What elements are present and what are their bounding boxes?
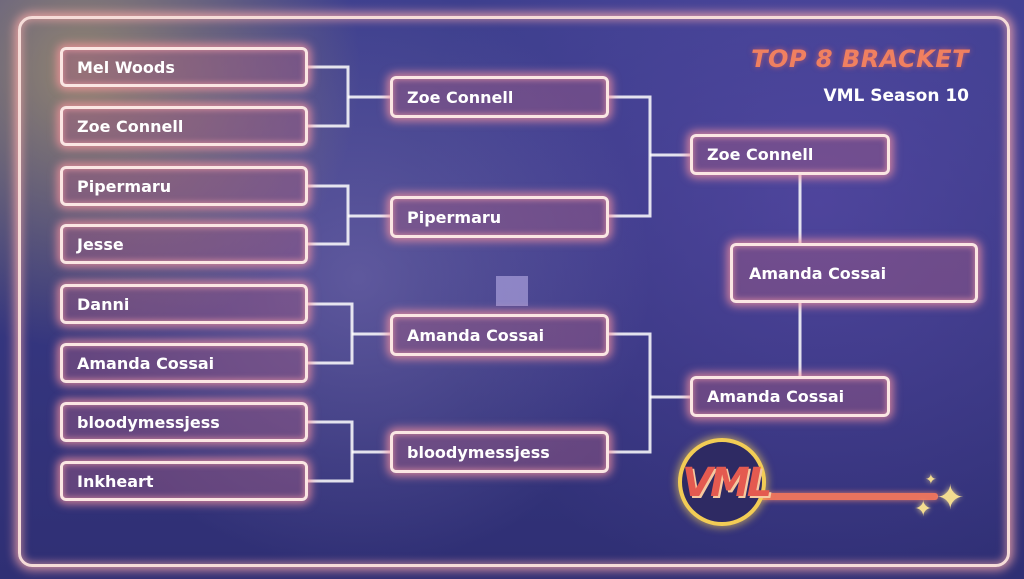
logo-stripe bbox=[760, 493, 938, 500]
round2-entrant[interactable]: Zoe Connell bbox=[390, 76, 609, 118]
round2-entrant[interactable]: Pipermaru bbox=[390, 196, 609, 238]
round1-entrant[interactable]: Inkheart bbox=[60, 461, 308, 501]
connector-r2-top bbox=[607, 95, 652, 218]
connector-r1-pair4 bbox=[307, 420, 354, 483]
round1-entrant[interactable]: bloodymessjess bbox=[60, 402, 308, 442]
connector-r1-pair1 bbox=[307, 65, 350, 128]
bracket-title: TOP 8 BRACKET bbox=[751, 45, 969, 73]
sparkle-icon: ✦ bbox=[914, 497, 933, 522]
vml-logo-text: VML bbox=[682, 460, 772, 506]
round1-entrant[interactable]: Pipermaru bbox=[60, 166, 308, 206]
round1-entrant[interactable]: Mel Woods bbox=[60, 47, 308, 87]
bracket-subtitle: VML Season 10 bbox=[823, 86, 969, 106]
connector-r1-pair3 bbox=[307, 302, 354, 365]
vml-logo: VML bbox=[678, 438, 772, 526]
round2-entrant[interactable]: bloodymessjess bbox=[390, 431, 609, 473]
connector-r1-pair2 bbox=[307, 184, 350, 246]
connector-r2-bottom bbox=[607, 332, 652, 454]
round1-entrant[interactable]: Zoe Connell bbox=[60, 106, 308, 146]
sparkle-icon: ✦ bbox=[936, 478, 965, 518]
champion-box[interactable]: Amanda Cossai bbox=[730, 243, 978, 303]
round1-entrant[interactable]: Amanda Cossai bbox=[60, 343, 308, 383]
round2-entrant[interactable]: Amanda Cossai bbox=[390, 314, 609, 356]
sparkle-icon: ✦ bbox=[925, 472, 937, 488]
round1-entrant[interactable]: Jesse bbox=[60, 224, 308, 264]
semifinal-entrant[interactable]: Zoe Connell bbox=[690, 134, 890, 175]
semifinal-entrant[interactable]: Amanda Cossai bbox=[690, 376, 890, 417]
background-artwork-patch bbox=[496, 276, 528, 306]
round1-entrant[interactable]: Danni bbox=[60, 284, 308, 324]
